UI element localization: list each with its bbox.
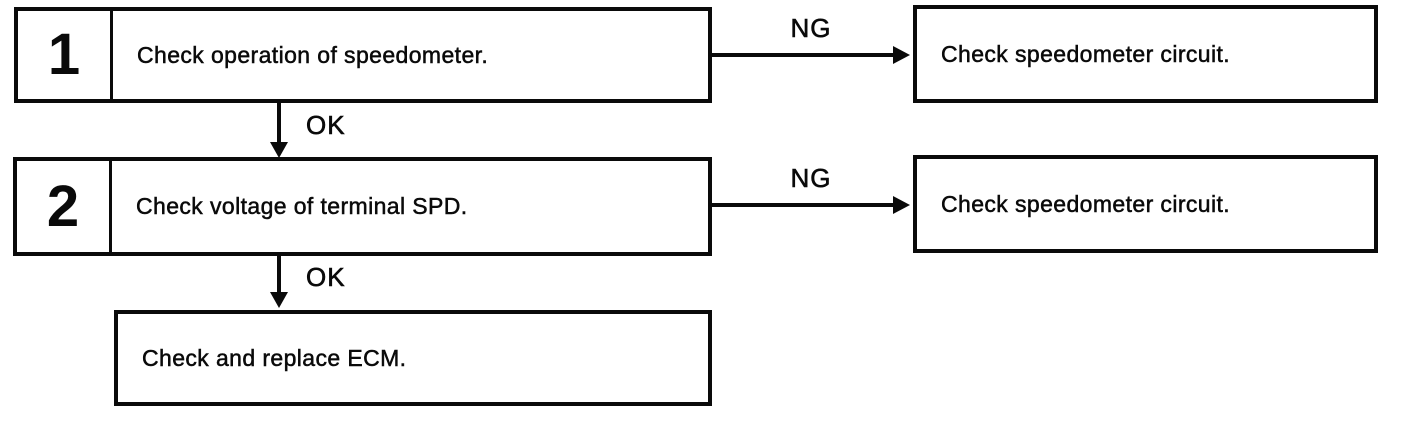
arrow-right-icon — [893, 196, 910, 214]
step-2-box: 2 Check voltage of terminal SPD. — [13, 157, 712, 256]
step-2-number: 2 — [17, 161, 112, 252]
final-step-instruction: Check and replace ECM. — [142, 344, 407, 371]
ng-label-2: NG — [790, 163, 832, 194]
ok-arrow-2-line — [277, 256, 281, 294]
ng-label-2-wrap: NG — [712, 163, 910, 194]
ng-arrow-1-line — [712, 53, 895, 57]
step-1-instruction: Check operation of speedometer. — [137, 41, 489, 68]
ng-label-1-wrap: NG — [712, 13, 910, 44]
ng-result-1-box: Check speedometer circuit. — [913, 5, 1378, 103]
step-1-box: 1 Check operation of speedometer. — [14, 7, 712, 103]
arrow-down-icon — [270, 292, 288, 308]
ng-label-1: NG — [790, 13, 832, 44]
final-step-box: Check and replace ECM. — [114, 310, 712, 406]
step-1-number: 1 — [18, 11, 113, 99]
ng-result-1-text: Check speedometer circuit. — [941, 40, 1231, 67]
ok-label-2: OK — [306, 262, 346, 293]
arrow-down-icon — [270, 142, 288, 158]
ng-result-2-text: Check speedometer circuit. — [941, 190, 1231, 217]
arrow-right-icon — [893, 46, 910, 64]
step-2-instruction: Check voltage of terminal SPD. — [136, 193, 468, 220]
ng-arrow-2-line — [712, 203, 895, 207]
ok-label-1: OK — [306, 110, 346, 141]
ok-arrow-1-line — [277, 103, 281, 145]
ng-result-2-box: Check speedometer circuit. — [913, 155, 1378, 253]
